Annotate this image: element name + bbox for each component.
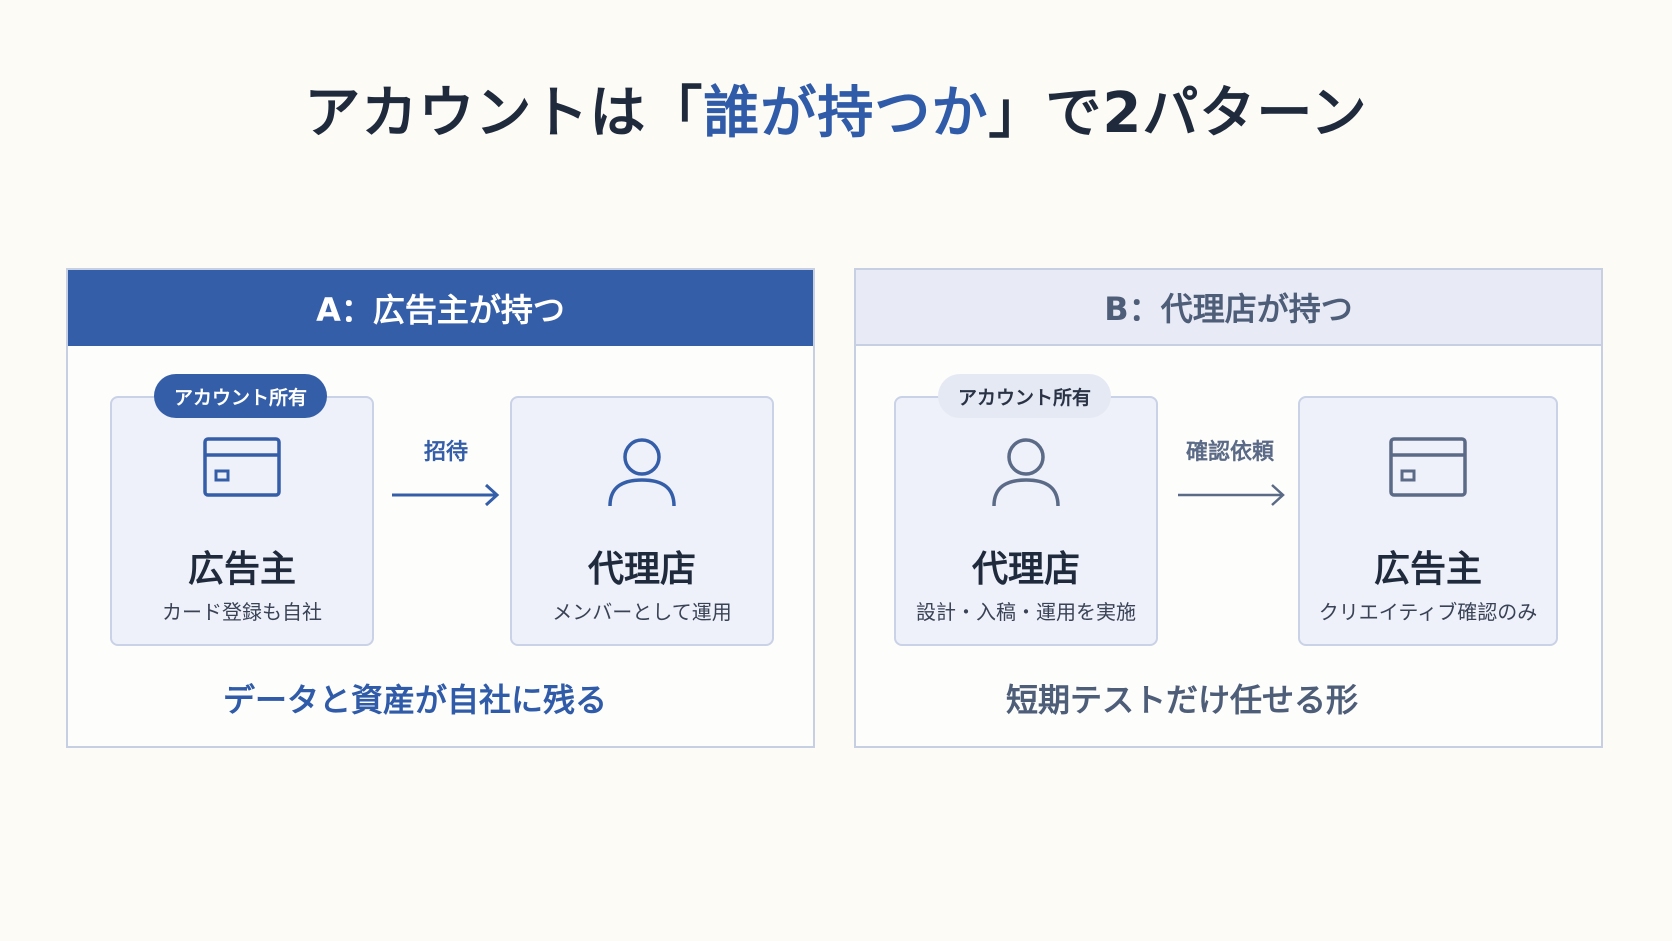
card-desc: カード登録も自社 [162,600,322,624]
title-highlight: 誰が持つか [703,81,989,146]
account-owner-badge: アカウント所有 [154,374,328,418]
arrow-right-icon [390,482,502,512]
panel-a-right-card: 代理店 メンバーとして運用 [510,396,774,646]
panel-a-left-card: 広告主 カード登録も自社 [110,396,374,646]
panel-a-header: A：広告主が持つ [68,270,813,346]
title-prefix: アカウントは「 [304,81,704,146]
panel-agency-owns: B：代理店が持つ 代理店 設計・入稿・運用を実施 アカウント所有 確認依頼 広告… [854,268,1603,748]
page-title: アカウントは「誰が持つか」で2パターン [0,68,1672,149]
person-icon [990,436,1062,512]
credit-card-icon [202,436,282,502]
card-desc: メンバーとして運用 [552,600,732,624]
panel-b-left-card: 代理店 設計・入稿・運用を実施 [894,396,1158,646]
arrow-label-invite: 招待 [423,440,468,465]
card-name: 広告主 [1373,549,1482,590]
arrow-label-review-request: 確認依頼 [1185,440,1274,465]
panel-advertiser-owns: A：広告主が持つ 広告主 カード登録も自社 アカウント所有 招待 代理店 メンバ… [66,268,815,748]
panel-b-header: B：代理店が持つ [856,270,1601,346]
panel-b-right-card: 広告主 クリエイティブ確認のみ [1298,396,1558,646]
card-name: 代理店 [971,549,1080,590]
card-desc: 設計・入稿・運用を実施 [916,600,1136,624]
card-desc: クリエイティブ確認のみ [1318,600,1538,624]
card-name: 広告主 [187,549,296,590]
arrow-right-icon [1176,482,1288,512]
credit-card-icon [1388,436,1468,502]
person-icon [606,436,678,512]
panel-b-summary: 短期テストだけ任せる形 [1006,681,1359,719]
account-owner-badge: アカウント所有 [938,374,1112,418]
panel-a-summary: データと資産が自社に残る [223,681,608,719]
title-suffix: 」で2パターン [988,81,1368,146]
card-name: 代理店 [587,549,696,590]
